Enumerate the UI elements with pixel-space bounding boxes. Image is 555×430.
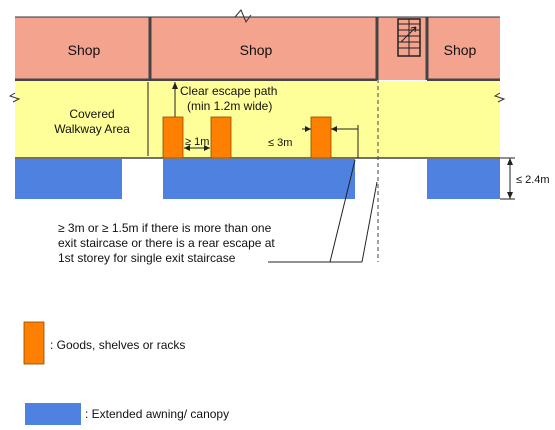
goods-rack-1 — [162, 116, 184, 159]
break-mark-left — [8, 92, 21, 103]
break-mark-top — [234, 9, 252, 24]
shop-block-2 — [150, 17, 377, 80]
goods-gap-dimension — [184, 145, 210, 151]
shop-label-3: Shop — [444, 42, 477, 58]
shop-block-3 — [427, 17, 500, 80]
legend-swatch-awning — [25, 403, 81, 425]
goods-to-path-dimension — [302, 125, 359, 158]
shop-label-1: Shop — [68, 42, 101, 58]
escape-path-label-line1: Clear escape path — [180, 84, 277, 98]
legend-label-awning: : Extended awning/ canopy — [85, 407, 229, 421]
goods-to-path-label: ≤ 3m — [268, 137, 292, 149]
note-leader — [268, 159, 378, 263]
awning-1 — [15, 159, 122, 199]
shop-label-2: Shop — [240, 42, 273, 58]
break-mark-right — [493, 92, 506, 103]
walkway-label-line1: Covered — [69, 107, 114, 121]
shop-block-1 — [15, 17, 150, 80]
covered-walkway — [15, 81, 500, 158]
note-line-1: ≥ 3m or ≥ 1.5m if there is more than one — [58, 221, 272, 235]
escape-path-label-line2: (min 1.2m wide) — [187, 99, 272, 113]
goods-gap-label: ≥ 1m — [185, 136, 209, 148]
awning-height-dimension — [500, 157, 515, 200]
legend-label-goods: : Goods, shelves or racks — [50, 338, 185, 352]
awning-height-label: ≤ 2.4m — [516, 174, 550, 186]
note-line-3: 1st storey for single exit staircase — [58, 251, 236, 265]
goods-rack-3 — [310, 116, 332, 159]
walkway-label-line2: Walkway Area — [54, 122, 130, 136]
note-line-2: exit staircase or there is a rear escape… — [58, 236, 275, 250]
legend-swatch-goods — [23, 321, 45, 365]
awning-2 — [163, 159, 355, 199]
awning-3 — [427, 159, 500, 199]
staircase-icon — [397, 18, 421, 57]
goods-rack-2 — [210, 116, 232, 159]
